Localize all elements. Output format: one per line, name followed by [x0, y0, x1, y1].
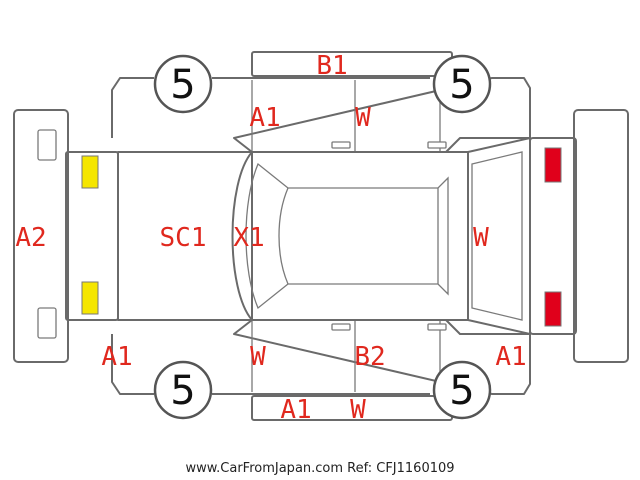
damage-code-lower-rear-quarter: A1 — [495, 342, 526, 372]
front-bumper — [13, 109, 69, 363]
damage-code-windshield: X1 — [233, 223, 264, 253]
tire-rear-right: 5 — [432, 360, 492, 420]
roof-strip-top — [251, 51, 453, 77]
rear-bumper — [573, 109, 629, 363]
tire-front-left: 5 — [153, 54, 213, 114]
top-view-body — [65, 137, 531, 335]
damage-code-lower-rear-door: B2 — [354, 342, 385, 372]
tire-grade-front-right: 5 — [449, 62, 474, 108]
rear-lamp-upper — [544, 147, 562, 183]
damage-code-rocker-left: A1 — [280, 395, 311, 425]
damage-code-roof-top: B1 — [316, 51, 347, 81]
rear-lamp-lower — [544, 291, 562, 327]
tire-rear-left: 5 — [153, 360, 213, 420]
reference-watermark: www.CarFromJapan.com Ref: CFJ1160109 — [185, 461, 454, 476]
tire-grade-front-left: 5 — [170, 62, 195, 108]
tire-front-right: 5 — [432, 54, 492, 114]
damage-code-upper-rear-door: W — [355, 103, 371, 133]
upper-side-panel — [111, 77, 531, 153]
tire-grade-rear-left: 5 — [170, 368, 195, 414]
damage-code-hood: SC1 — [160, 223, 207, 253]
tire-grade-rear-right: 5 — [449, 368, 474, 414]
damage-code-front-bumper: A2 — [15, 223, 46, 253]
damage-code-rocker-right: W — [350, 395, 366, 425]
damage-code-lower-front-door: W — [250, 342, 266, 372]
front-lamp-upper — [81, 155, 99, 189]
damage-code-lower-front-fender: A1 — [101, 342, 132, 372]
front-lamp-lower — [81, 281, 99, 315]
damage-code-rear-window: W — [473, 223, 489, 253]
damage-code-upper-front-door: A1 — [249, 103, 280, 133]
